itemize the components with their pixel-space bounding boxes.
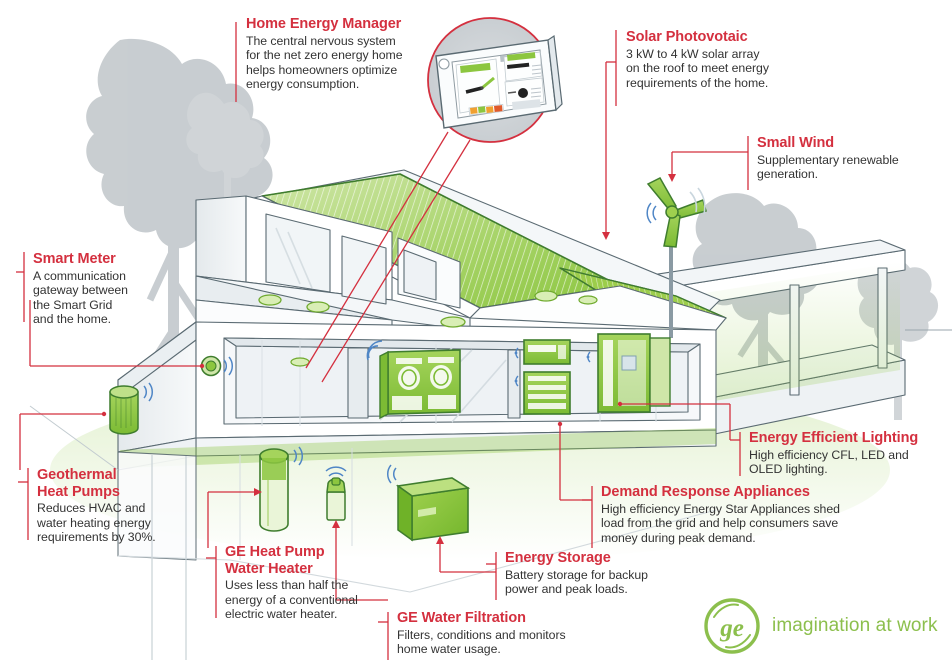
microwave (514, 339, 571, 365)
ge-tagline: imagination at work (772, 615, 938, 636)
callout-title: Demand Response Appliances (601, 484, 810, 500)
water-filter (325, 466, 347, 521)
callout-body: The central nervous system for the net z… (246, 33, 403, 92)
callout-title: Small Wind (757, 135, 835, 151)
home-energy-manager-magnifier (427, 17, 563, 143)
callout-ge-water-filtration: GE Water Filtration Filters, conditions … (397, 610, 602, 657)
callout-title: Smart Meter (33, 251, 116, 267)
ge-monogram-icon: ge (704, 598, 760, 654)
callout-geothermal-heat-pumps: Geothermal Heat Pumps Reduces HVAC and w… (37, 467, 197, 545)
callout-title: Home Energy Manager (246, 16, 402, 32)
leader-lines (16, 22, 749, 660)
callout-body: High efficiency Energy Star Appliances s… (601, 501, 840, 545)
callout-body: Reduces HVAC and water heating energy re… (37, 501, 156, 545)
geothermal-unit (109, 382, 153, 435)
callout-body: Battery storage for backup power and pea… (505, 567, 648, 597)
wind-turbine (646, 177, 707, 338)
callout-title: GE Heat Pump Water Heater (225, 544, 325, 577)
refrigerator (586, 333, 671, 413)
callout-ge-heat-pump-water-heater: GE Heat Pump Water Heater Uses less than… (225, 544, 405, 622)
smart-meter-device (200, 355, 233, 377)
callout-home-energy-manager: Home Energy Manager The central nervous … (246, 16, 431, 92)
callout-title: Solar Photovotaic (626, 29, 748, 45)
battery-storage (387, 464, 471, 542)
water-heater (259, 446, 303, 532)
callout-body: A communication gateway between the Smar… (33, 268, 128, 327)
callout-title: Energy Efficient Lighting (749, 430, 919, 446)
callout-solar-photovoltaic: Solar Photovotaic 3 kW to 4 kW solar arr… (626, 29, 826, 90)
callout-energy-efficient-lighting: Energy Efficient Lighting High efficienc… (749, 430, 949, 477)
callout-demand-response-appliances: Demand Response Appliances High efficien… (601, 484, 851, 545)
wall-oven (514, 371, 571, 415)
ge-logo-letters: ge (719, 615, 744, 642)
recessed-lights (258, 290, 598, 367)
callout-body: 3 kW to 4 kW solar array on the roof to … (626, 46, 769, 90)
callout-energy-storage: Energy Storage Battery storage for backu… (505, 550, 695, 597)
callout-body: Supplementary renewable generation. (757, 152, 899, 182)
callout-small-wind: Small Wind Supplementary renewable gener… (757, 135, 947, 182)
washer-dryer (366, 340, 461, 420)
callout-body: High efficiency CFL, LED and OLED lighti… (749, 447, 909, 477)
callout-body: Filters, conditions and monitors home wa… (397, 627, 566, 657)
ge-brand-lockup: ge imagination at work (703, 597, 938, 655)
callout-title: Geothermal Heat Pumps (37, 467, 120, 500)
callout-smart-meter: Smart Meter A communication gateway betw… (33, 251, 193, 327)
callout-body: Uses less than half the energy of a conv… (225, 578, 358, 622)
callout-title: Energy Storage (505, 550, 611, 566)
callout-title: GE Water Filtration (397, 610, 526, 626)
